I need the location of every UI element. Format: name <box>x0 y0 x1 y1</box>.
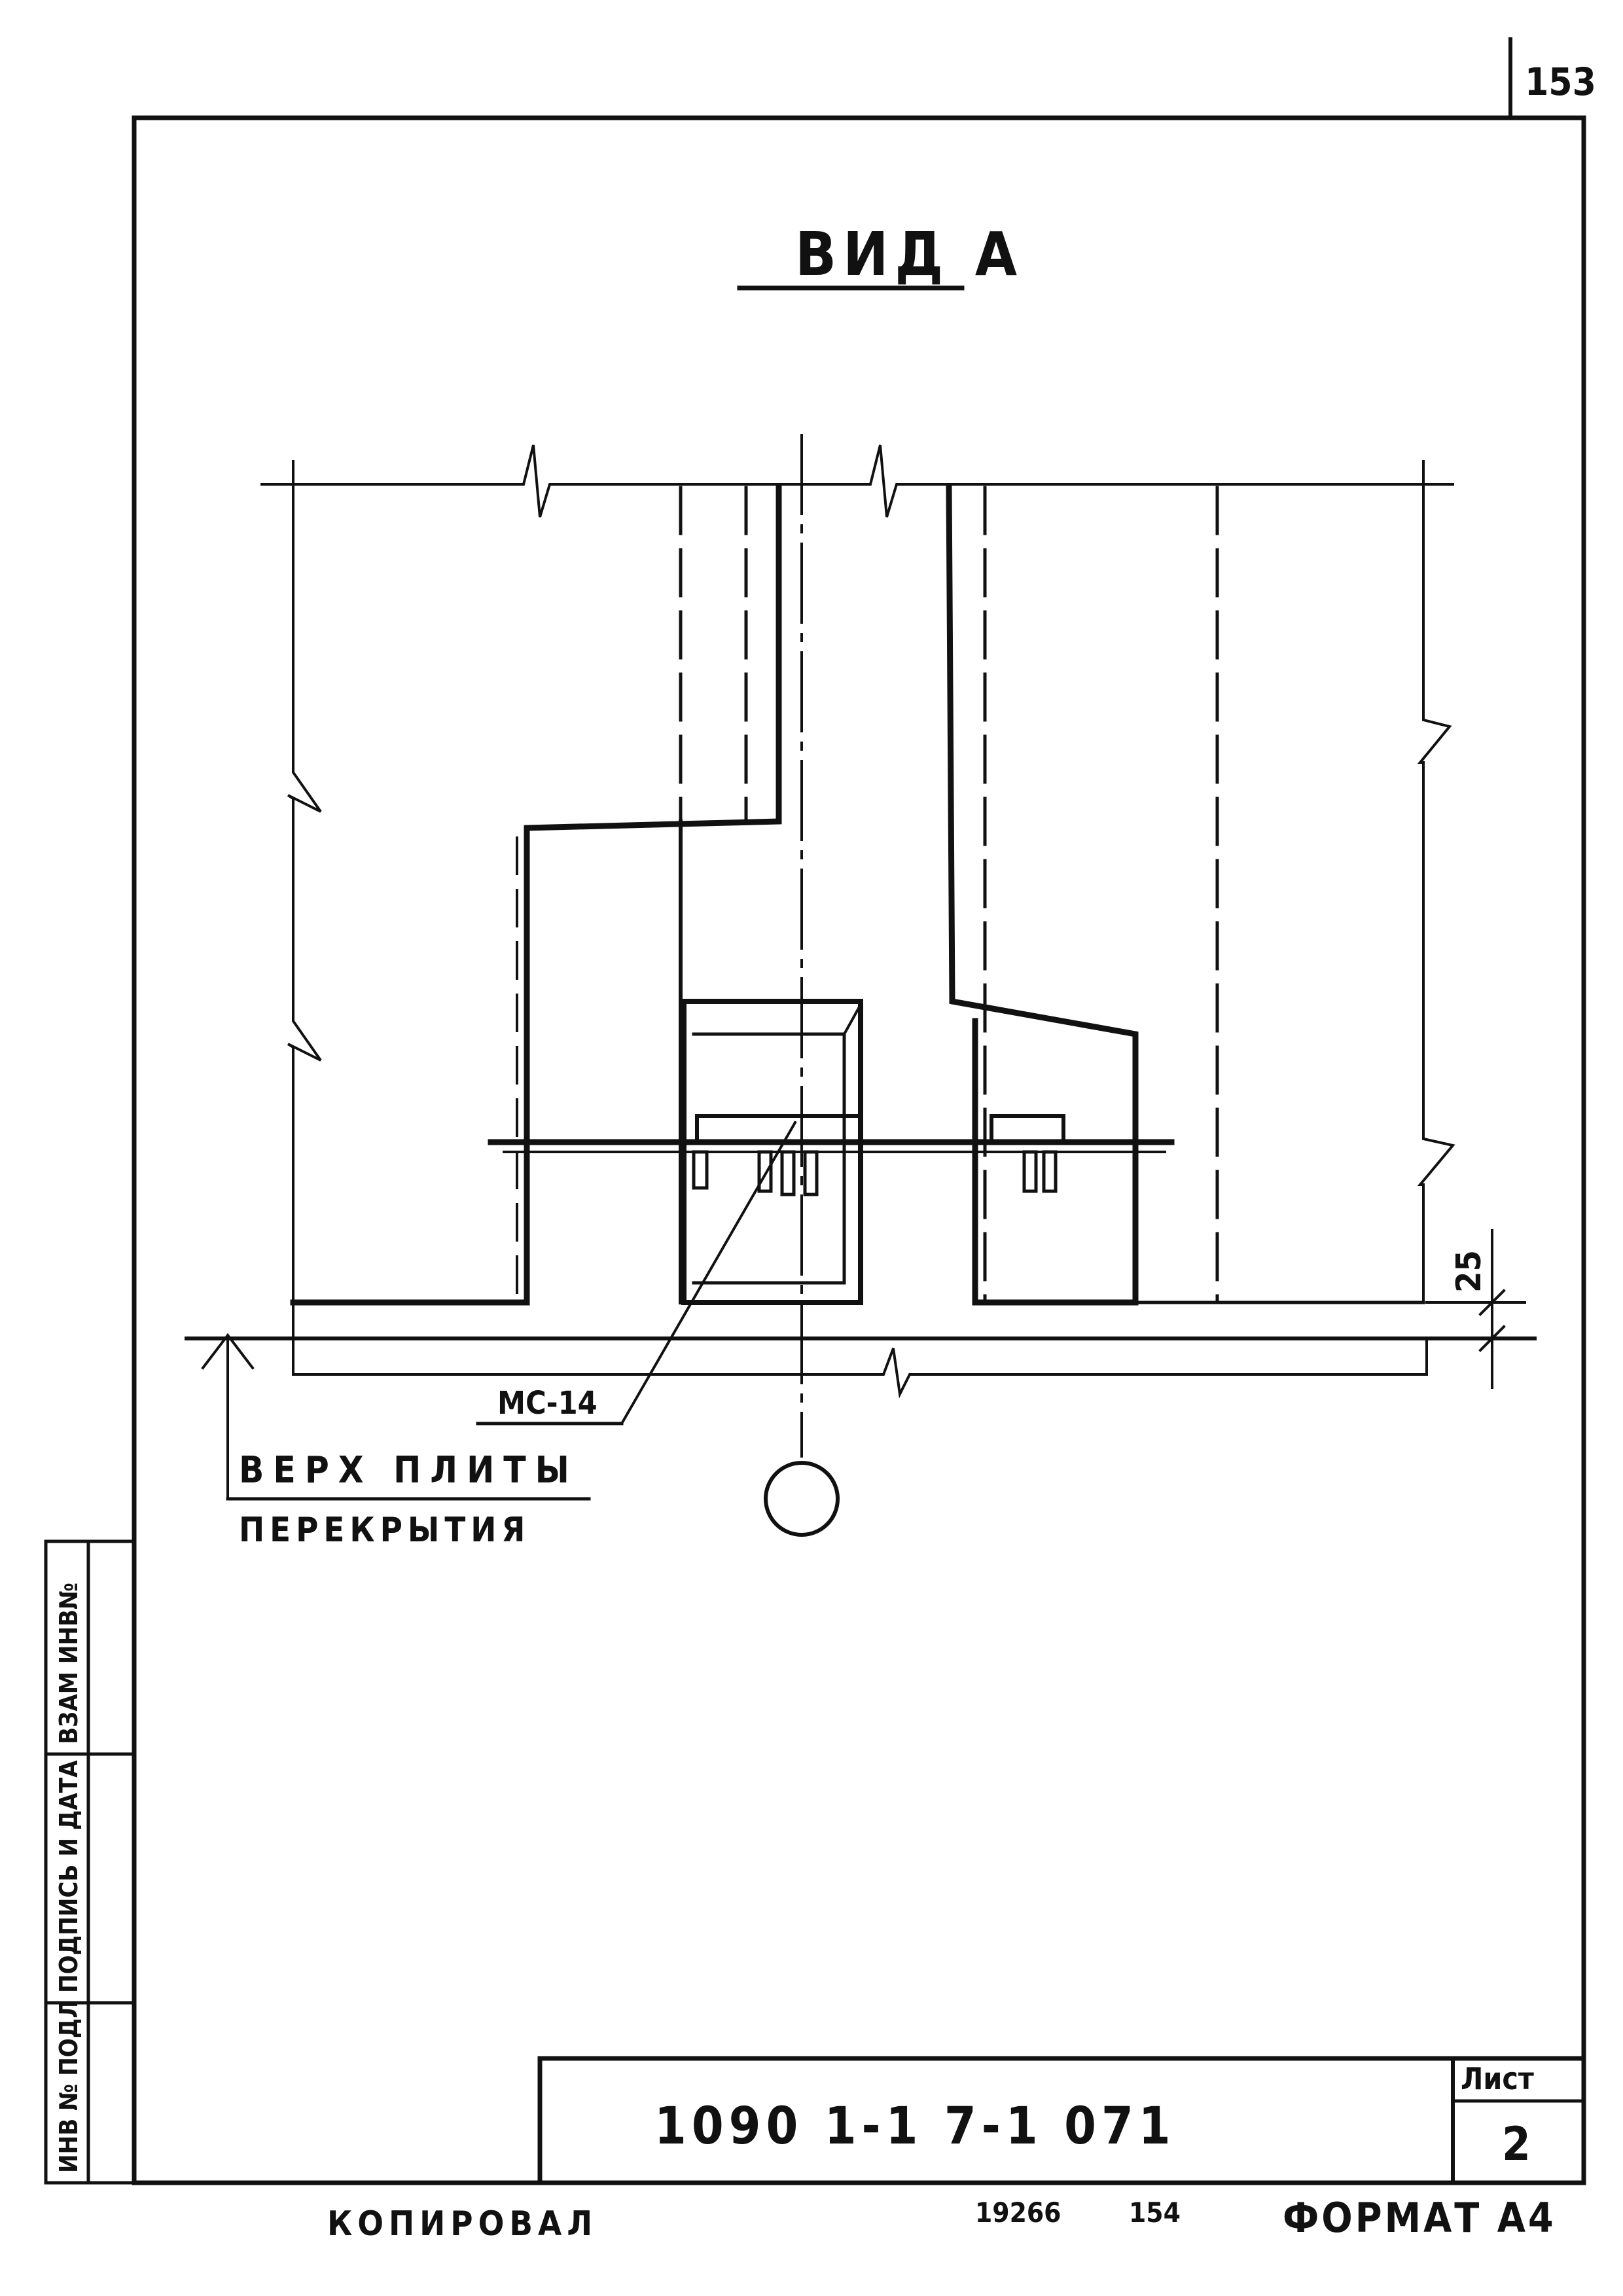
left-boundary <box>287 460 322 1350</box>
plate-left <box>695 1114 863 1144</box>
axis-marker-circle <box>764 1461 840 1537</box>
stamp-cell-inv: ИНВ № ПОДЛ <box>54 2000 83 2173</box>
anchor-studs <box>692 1150 1058 1196</box>
leader-line <box>620 1121 797 1426</box>
sheet-label: Лист <box>1461 2061 1534 2096</box>
dim-tick-2 <box>1478 1325 1506 1352</box>
footer-number-b: 154 <box>1129 2197 1181 2229</box>
top-cut-line <box>260 444 1454 518</box>
document-code: 1090 1-1 7-1 071 <box>654 2097 1176 2156</box>
embedded-box-inner <box>692 1032 846 1285</box>
page-number: 153 <box>1525 60 1596 104</box>
stamp-cell-signature: ПОДПИСЬ И ДАТА <box>54 1760 83 1993</box>
sheet-number: 2 <box>1502 2117 1531 2171</box>
dim-tick-1 <box>1478 1289 1506 1316</box>
sheet-frame <box>132 115 1586 2185</box>
left-column-contour <box>290 484 782 1306</box>
footer-copied: КОПИРОВАЛ <box>327 2204 597 2244</box>
level-label-line2: ПЕРЕКРЫТИЯ <box>239 1511 530 1550</box>
view-title: ВИД А <box>795 219 1024 289</box>
level-label-line1: ВЕРХ ПЛИТЫ <box>239 1449 579 1492</box>
embedded-box-bevel <box>842 1003 863 1036</box>
part-mark-label: МС-14 <box>497 1385 597 1422</box>
level-marker-arrow <box>201 1333 255 1370</box>
footer-number-a: 19266 <box>975 2197 1061 2229</box>
side-stamp: ИНВ № ПОДЛ ПОДПИСЬ И ДАТА ВЗАМ ИНВ№ <box>44 1539 136 2185</box>
title-block <box>537 2056 1586 2185</box>
dimension-label: 25 <box>1450 1250 1489 1293</box>
right-boundary <box>1417 460 1455 1304</box>
slab-lower-line <box>292 1337 1428 1399</box>
footer-format: ФОРМАТ А4 <box>1283 2194 1556 2242</box>
plate-right <box>990 1114 1065 1144</box>
stamp-cell-replaced: ВЗАМ ИНВ№ <box>54 1583 83 1744</box>
right-column-contour <box>946 484 1139 1306</box>
